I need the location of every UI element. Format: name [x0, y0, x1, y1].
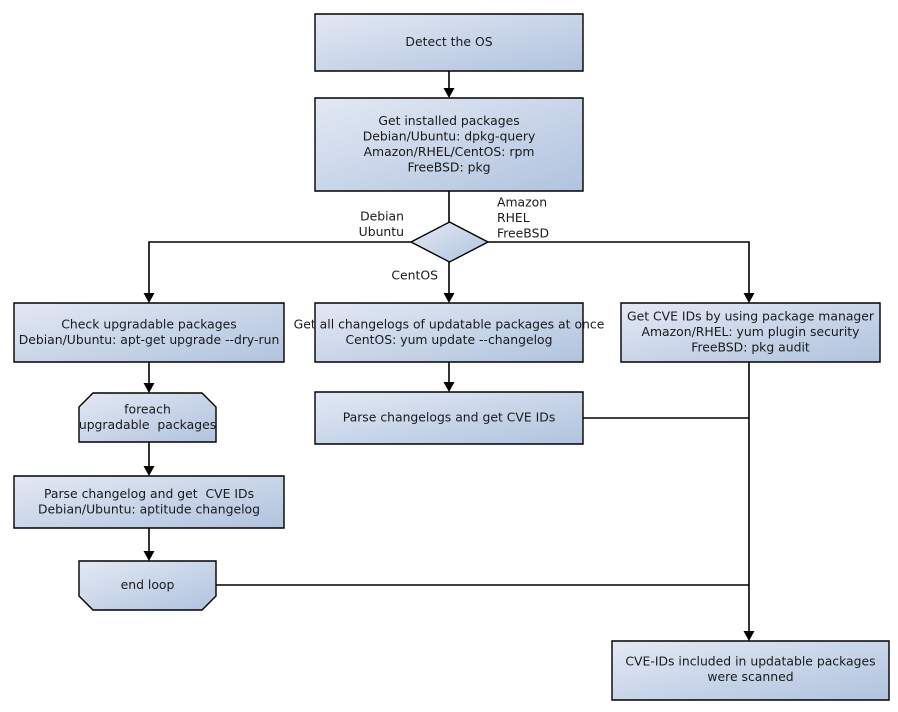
- node-label-parse-changelogs-get-cve-ids-line-1: Parse changelogs and get CVE IDs: [343, 410, 556, 425]
- node-label-get-installed-packages-line-3: Amazon/RHEL/CentOS: rpm: [364, 144, 535, 159]
- node-check-upgradable-packages[interactable]: Check upgradable packagesDebian/Ubuntu: …: [13, 302, 285, 363]
- node-shape-parse-changelog-get-cve-ids: [13, 475, 285, 529]
- edge-decision-to-right: [488, 241, 755, 303]
- label-centos-line-1: CentOS: [391, 268, 438, 283]
- edges-layer: [143, 71, 755, 641]
- arrow-head-icon: [143, 383, 155, 393]
- node-get-all-changelogs[interactable]: Get all changelogs of updatable packages…: [294, 302, 605, 363]
- arrow-head-icon: [143, 293, 155, 303]
- node-label-get-installed-packages-line-1: Get installed packages: [378, 113, 519, 128]
- node-label-end-loop-line-1: end loop: [121, 577, 175, 592]
- edge-decision-to-left: [143, 241, 411, 303]
- node-parse-changelogs-get-cve-ids[interactable]: Parse changelogs and get CVE IDs: [314, 391, 584, 445]
- node-os-decision[interactable]: [409, 221, 490, 263]
- label-debian-ubuntu-line-1: Debian: [360, 209, 404, 224]
- node-label-check-upgradable-packages-line-2: Debian/Ubuntu: apt-get upgrade --dry-run: [19, 332, 280, 347]
- node-label-foreach-loop-start-line-2: upgradable packages: [79, 417, 216, 432]
- node-shape-get-all-changelogs: [314, 302, 584, 363]
- node-label-detect-os-line-1: Detect the OS: [405, 34, 492, 49]
- node-shape-foreach-loop-start: [78, 392, 217, 443]
- node-label-get-cve-ids-package-manager-line-3: FreeBSD: pkg audit: [691, 340, 810, 355]
- edge-left-to-foreach: [143, 362, 155, 393]
- node-label-get-cve-ids-package-manager-line-2: Amazon/RHEL: yum plugin security: [642, 324, 860, 339]
- arrow-head-icon: [443, 382, 455, 392]
- edge-detect-to-installed: [443, 71, 455, 98]
- edge-foreach-to-parse: [143, 442, 155, 476]
- node-label-cve-ids-scanned-line-2: were scanned: [707, 669, 793, 684]
- node-end-loop[interactable]: end loop: [78, 560, 217, 611]
- edge-center-to-parse-changelogs: [443, 362, 455, 392]
- edge-right-trunk-to-result: [743, 362, 755, 641]
- arrow-head-icon: [143, 551, 155, 561]
- node-detect-os[interactable]: Detect the OS: [314, 13, 584, 72]
- node-label-check-upgradable-packages-line-1: Check upgradable packages: [61, 316, 236, 331]
- label-amazon-rhel-freebsd-line-3: FreeBSD: [497, 226, 549, 241]
- arrow-head-icon: [143, 466, 155, 476]
- node-get-cve-ids-package-manager[interactable]: Get CVE IDs by using package managerAmaz…: [620, 302, 881, 363]
- node-label-get-installed-packages-line-4: FreeBSD: pkg: [407, 159, 490, 174]
- node-shape-detect-os: [314, 13, 584, 72]
- arrow-head-icon: [743, 631, 755, 641]
- node-parse-changelog-get-cve-ids[interactable]: Parse changelog and get CVE IDsDebian/Ub…: [13, 475, 285, 529]
- node-shape-end-loop: [78, 560, 217, 611]
- node-shape-parse-changelogs-get-cve-ids: [314, 391, 584, 445]
- node-shape-get-installed-packages: [314, 97, 584, 192]
- node-shape-cve-ids-scanned: [611, 640, 890, 701]
- node-shape-check-upgradable-packages: [13, 302, 285, 363]
- label-amazon-rhel-freebsd-line-1: Amazon: [497, 195, 547, 210]
- node-cve-ids-scanned[interactable]: CVE-IDs included in updatable packageswe…: [611, 640, 890, 701]
- label-amazon-rhel-freebsd-line-2: RHEL: [497, 210, 530, 225]
- arrow-head-icon: [743, 293, 755, 303]
- node-label-parse-changelog-get-cve-ids-line-1: Parse changelog and get CVE IDs: [44, 486, 254, 501]
- node-label-parse-changelog-get-cve-ids-line-2: Debian/Ubuntu: aptitude changelog: [38, 501, 260, 516]
- node-label-get-all-changelogs-line-1: Get all changelogs of updatable packages…: [294, 316, 605, 331]
- node-label-get-all-changelogs-line-2: CentOS: yum update --changelog: [346, 332, 553, 347]
- edge-parse-to-endloop: [143, 528, 155, 561]
- label-debian-ubuntu-line-2: Ubuntu: [359, 224, 404, 239]
- node-label-cve-ids-scanned-line-1: CVE-IDs included in updatable packages: [625, 653, 875, 668]
- node-label-foreach-loop-start-line-1: foreach: [124, 401, 171, 416]
- node-label-get-installed-packages-line-2: Debian/Ubuntu: dpkg-query: [363, 128, 536, 143]
- edge-decision-to-center: [443, 262, 455, 303]
- node-shape-os-decision: [409, 221, 490, 263]
- label-centos: CentOS: [391, 268, 438, 283]
- node-shape-get-cve-ids-package-manager: [620, 302, 881, 363]
- arrow-head-icon: [443, 88, 455, 98]
- node-label-get-cve-ids-package-manager-line-1: Get CVE IDs by using package manager: [627, 309, 875, 324]
- arrow-head-icon: [443, 293, 455, 303]
